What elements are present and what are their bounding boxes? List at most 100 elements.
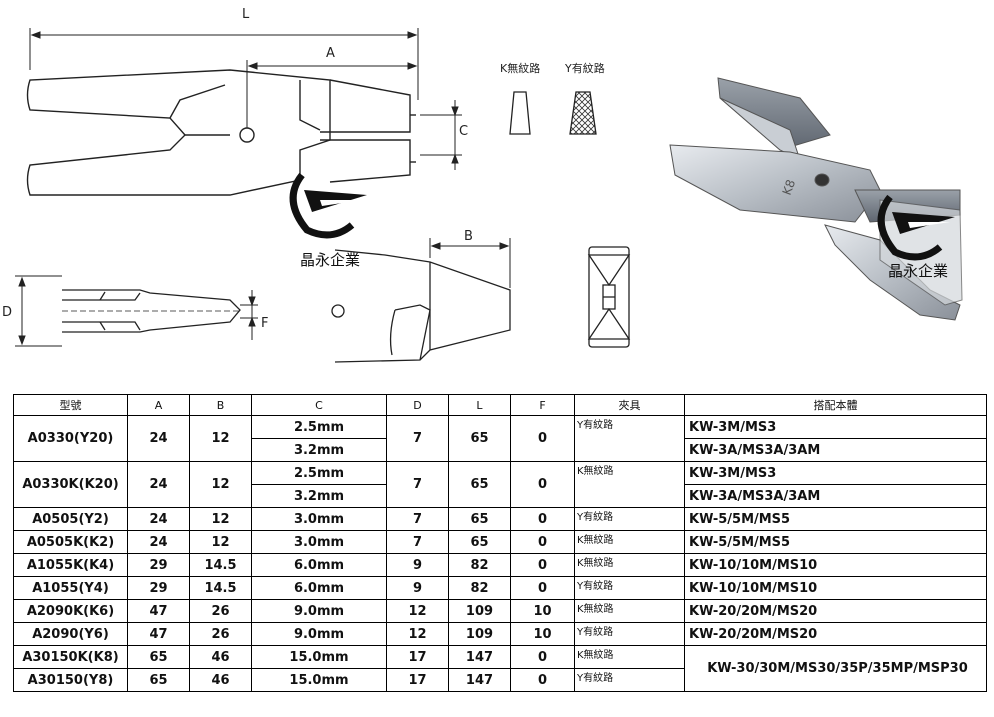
technical-drawing: L A C K無紋路 Y有紋路 晶永企業 D: [2, 7, 963, 363]
table-cell: KW-3A/MS3A/3AM: [684, 438, 987, 462]
table-cell: KW-3A/MS3A/3AM: [684, 484, 987, 508]
table-cell: 12: [386, 622, 449, 646]
table-cell: 24: [127, 415, 190, 462]
table-cell: K無紋路: [574, 599, 685, 623]
table-cell: 109: [448, 599, 511, 623]
table-cell: 29: [127, 553, 190, 577]
table-cell: 24: [127, 507, 190, 531]
table-cell: 7: [386, 507, 449, 531]
table-cell: 0: [510, 530, 575, 554]
table-cell: 65: [448, 530, 511, 554]
dimension-A: [246, 60, 418, 128]
table-cell: 65: [448, 461, 511, 508]
table-cell: A1055K(K4): [13, 553, 128, 577]
table-cell: KW-20/20M/MS20: [684, 622, 987, 646]
table-cell: 0: [510, 415, 575, 462]
table-cell: 65: [448, 507, 511, 531]
table-cell: 26: [189, 599, 252, 623]
table-cell: 0: [510, 668, 575, 692]
column-header: L: [448, 394, 511, 416]
jaw-top-view-drawing: [587, 246, 631, 348]
dim-F-label: F: [261, 316, 268, 331]
jaw-smooth-icon: [509, 91, 531, 135]
jaw-textured-icon: [569, 91, 597, 135]
table-cell: 2.5mm: [251, 461, 387, 485]
table-cell: 17: [386, 645, 449, 669]
column-header: 搭配本體: [684, 394, 987, 416]
table-cell: KW-30/30M/MS30/35P/35MP/MSP30: [684, 645, 987, 692]
table-cell: 15.0mm: [251, 645, 387, 669]
jaw-k-label: K無紋路: [500, 61, 540, 75]
table-cell: K無紋路: [574, 530, 685, 554]
front-view-drawing: [62, 289, 241, 333]
table-cell: Y有紋路: [574, 622, 685, 646]
table-cell: Y有紋路: [574, 415, 685, 462]
table-cell: 82: [448, 576, 511, 600]
jaw-side-view-drawing: [331, 249, 511, 363]
column-header: 夾具: [574, 394, 685, 416]
table-cell: 7: [386, 461, 449, 508]
table-cell: A0505(Y2): [13, 507, 128, 531]
table-cell: 0: [510, 507, 575, 531]
column-header: A: [127, 394, 190, 416]
table-cell: KW-3M/MS3: [684, 461, 987, 485]
column-header: 型號: [13, 394, 128, 416]
table-cell: 3.2mm: [251, 438, 387, 462]
side-view-drawing: [26, 69, 416, 196]
table-cell: KW-5/5M/MS5: [684, 507, 987, 531]
dimension-B: [429, 238, 511, 288]
table-cell: 46: [189, 645, 252, 669]
table-cell: 10: [510, 622, 575, 646]
column-header: F: [510, 394, 575, 416]
table-cell: K無紋路: [574, 461, 685, 508]
table-cell: 3.2mm: [251, 484, 387, 508]
table-cell: Y有紋路: [574, 507, 685, 531]
table-cell: 7: [386, 530, 449, 554]
table-cell: 3.0mm: [251, 507, 387, 531]
table-cell: 9: [386, 576, 449, 600]
table-cell: 26: [189, 622, 252, 646]
table-cell: 9: [386, 553, 449, 577]
table-cell: 12: [189, 530, 252, 554]
dimension-D: [15, 275, 62, 347]
brand-logo-icon-right: [877, 194, 955, 261]
table-cell: KW-3M/MS3: [684, 415, 987, 439]
table-cell: A2090(Y6): [13, 622, 128, 646]
table-cell: A2090K(K6): [13, 599, 128, 623]
table-cell: 6.0mm: [251, 576, 387, 600]
table-cell: Y有紋路: [574, 668, 685, 692]
table-cell: K無紋路: [574, 553, 685, 577]
table-cell: 0: [510, 576, 575, 600]
photo-engraving: K8: [780, 178, 798, 197]
table-cell: 47: [127, 599, 190, 623]
product-photo: [669, 77, 963, 321]
dim-L-label: L: [242, 7, 250, 22]
dim-D-label: D: [2, 305, 12, 320]
table-cell: 29: [127, 576, 190, 600]
dim-A-label: A: [326, 46, 335, 61]
table-cell: K無紋路: [574, 645, 685, 669]
dimension-F: [240, 290, 258, 340]
table-cell: 3.0mm: [251, 530, 387, 554]
table-cell: 82: [448, 553, 511, 577]
dimension-C: [420, 100, 462, 170]
table-cell: 147: [448, 645, 511, 669]
table-cell: 65: [127, 645, 190, 669]
dim-B-label: B: [464, 229, 473, 244]
table-cell: 12: [189, 461, 252, 508]
table-cell: KW-5/5M/MS5: [684, 530, 987, 554]
dimension-L: [29, 28, 419, 100]
table-cell: A30150(Y8): [13, 668, 128, 692]
table-cell: KW-10/10M/MS10: [684, 553, 987, 577]
table-cell: 2.5mm: [251, 415, 387, 439]
table-cell: 109: [448, 622, 511, 646]
